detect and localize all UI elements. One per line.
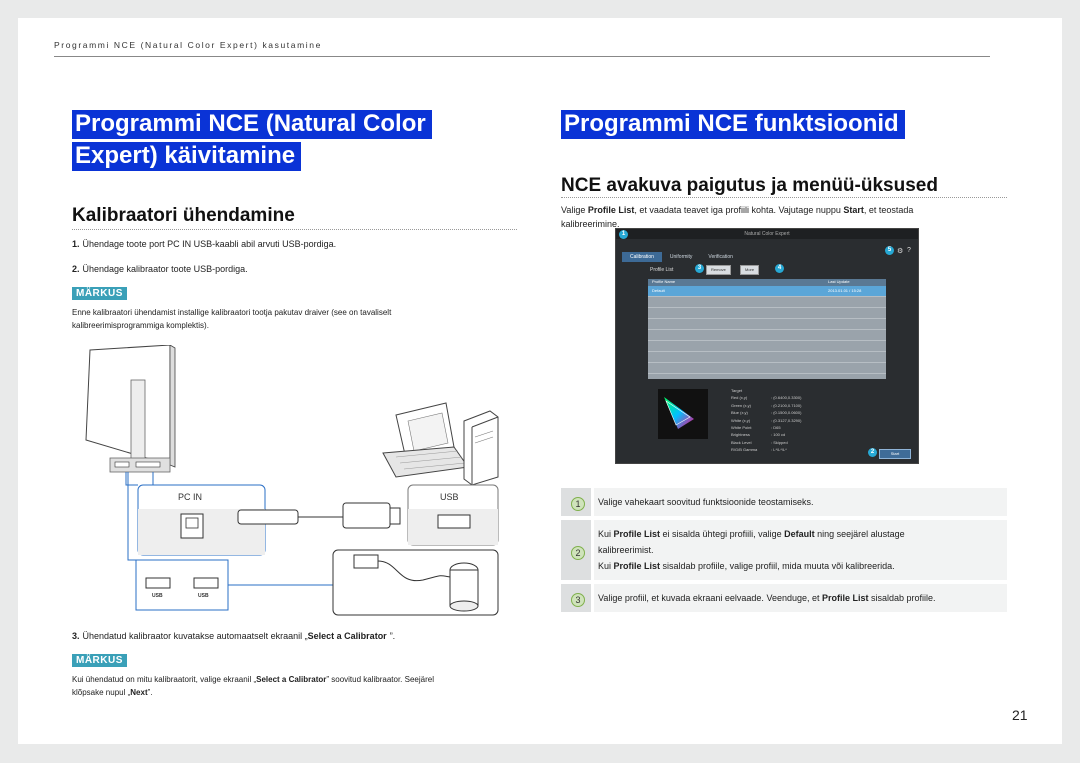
profile-list-header: Profile Name Last Update	[648, 279, 886, 286]
section-divider	[72, 229, 517, 230]
page-number: 21	[1012, 707, 1028, 723]
profile-row-default[interactable]: Default 2013.01.01 / 15:28	[648, 286, 886, 297]
step-3: 3.Ühendatud kalibraator kuvatakse automa…	[72, 631, 396, 641]
gamut-chart	[658, 389, 708, 439]
tab-verification[interactable]: Verification	[708, 254, 733, 260]
section-heading-calibrator: Kalibraatori ühendamine	[72, 205, 295, 226]
monitor-icon	[85, 345, 176, 473]
header-divider	[54, 56, 990, 57]
remove-button[interactable]: Remove	[706, 265, 731, 275]
marker-2: 2	[868, 448, 877, 457]
left-title-line2: Expert) käivitamine	[72, 142, 302, 171]
feature-table: 1 Valige vahekaart soovitud funktsioonid…	[561, 488, 1007, 613]
note-badge: MÄRKUS	[72, 287, 127, 300]
right-title: Programmi NCE funktsioonid	[561, 108, 905, 140]
gear-icon[interactable]: ⚙	[897, 248, 904, 255]
marker-4: 4	[775, 264, 784, 273]
running-header: Programmi NCE (Natural Color Expert) kas…	[54, 40, 322, 50]
profile-list: Profile Name Last Update Default 2013.01…	[648, 279, 886, 379]
profile-info: Target Red (x,y): (0.6400,0.3300) Green …	[731, 388, 802, 453]
laptop-icon	[382, 402, 469, 478]
note-badge-2: MÄRKUS	[72, 654, 127, 667]
usb-port-label-1: USB	[152, 593, 163, 599]
start-button[interactable]: Start	[879, 449, 911, 459]
marker-3: 3	[695, 264, 704, 273]
marker-1: 1	[619, 230, 628, 239]
tab-uniformity[interactable]: Uniformity	[669, 254, 693, 260]
section-divider-right	[561, 197, 1007, 198]
note-2: Kui ühendatud on mitu kalibraatorit, val…	[72, 675, 434, 697]
feature-row-2: 2 Kui Profile List ei sisalda ühtegi pro…	[561, 520, 1007, 581]
profile-list-label: Profile List	[650, 267, 674, 273]
help-icon[interactable]: ?	[907, 247, 911, 254]
intro-text: Valige Profile List, et vaadata teavet i…	[561, 205, 914, 229]
left-title: Programmi NCE (Natural Color Expert) käi…	[72, 108, 432, 172]
window-title: Natural Color Expert	[616, 229, 918, 239]
feature-row-3: 3 Valige profiil, et kuvada ekraani eelv…	[561, 584, 1007, 613]
pc-tower-icon	[463, 410, 499, 486]
left-title-line1: Programmi NCE (Natural Color	[72, 110, 432, 139]
more-button[interactable]: More	[740, 265, 760, 275]
usb-label: USB	[440, 492, 459, 502]
feature-row-1: 1 Valige vahekaart soovitud funktsioonid…	[561, 488, 1007, 517]
note-1: Enne kalibraatori ühendamist installige …	[72, 308, 392, 330]
usb-port-label-2: USB	[198, 593, 209, 599]
tab-bar: Calibration Uniformity Verification	[622, 245, 752, 262]
step-1: 1.Ühendage toote port PC IN USB-kaabli a…	[72, 239, 337, 249]
tab-calibration[interactable]: Calibration	[622, 252, 662, 262]
connection-illustration: PC IN USB USB USB	[85, 345, 499, 616]
pc-in-label: PC IN	[178, 492, 202, 502]
marker-5: 5	[885, 246, 894, 255]
section-heading-nce-layout: NCE avakuva paigutus ja menüü-üksused	[561, 175, 938, 196]
nce-screenshot: Natural Color Expert Calibration Uniformi…	[615, 228, 919, 464]
step-2: 2.Ühendage kalibraator toote USB-pordiga…	[72, 264, 248, 274]
